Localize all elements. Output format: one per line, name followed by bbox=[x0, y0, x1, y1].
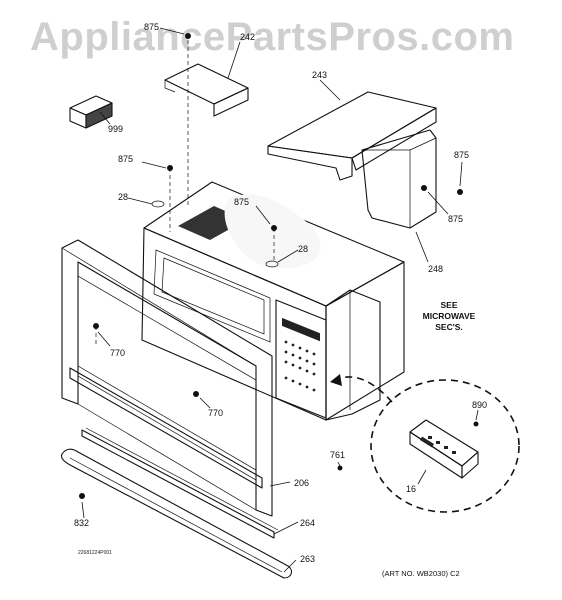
callout-770-left: 770 bbox=[110, 348, 125, 358]
note-line-3: SEC'S. bbox=[435, 322, 463, 332]
callout-770-center: 770 bbox=[208, 408, 223, 418]
part-206-trim-frame bbox=[61, 239, 273, 517]
part-243-bracket bbox=[267, 91, 437, 181]
callout-264: 264 bbox=[300, 518, 315, 528]
detail-circle bbox=[330, 374, 520, 513]
part-999-box bbox=[69, 95, 113, 129]
callout-875-top: 875 bbox=[144, 22, 159, 32]
part-263-rail bbox=[60, 448, 293, 579]
callout-16: 16 bbox=[406, 484, 416, 494]
callout-248: 248 bbox=[428, 264, 443, 274]
highlight-area bbox=[224, 194, 321, 269]
leader-lines bbox=[81, 27, 479, 573]
callout-890: 890 bbox=[472, 400, 487, 410]
callout-875-right2: 875 bbox=[448, 214, 463, 224]
part-264-strip bbox=[81, 427, 279, 539]
callout-243: 243 bbox=[312, 70, 327, 80]
microwave-body bbox=[141, 181, 405, 421]
part-242-cover bbox=[164, 63, 249, 117]
callout-761: 761 bbox=[330, 450, 345, 460]
callout-832: 832 bbox=[74, 518, 89, 528]
watermark-text: AppliancePartsPros.com bbox=[30, 15, 515, 59]
note-line-1: SEE bbox=[440, 300, 457, 310]
note-line-2: MICROWAVE bbox=[423, 311, 476, 321]
screws bbox=[79, 33, 479, 499]
drawing-number: 22681224P001 bbox=[78, 550, 112, 556]
callout-28-center: 28 bbox=[298, 244, 308, 254]
callout-999: 999 bbox=[108, 124, 123, 134]
art-number: (ART NO. WB2030) C2 bbox=[382, 569, 460, 578]
callout-875-right: 875 bbox=[454, 150, 469, 160]
part-248-side-bracket bbox=[361, 129, 437, 229]
callout-263: 263 bbox=[300, 554, 315, 564]
callout-206: 206 bbox=[294, 478, 309, 488]
callout-28-left: 28 bbox=[118, 192, 128, 202]
callout-875-center: 875 bbox=[234, 197, 249, 207]
callout-242: 242 bbox=[240, 32, 255, 42]
callout-875-left: 875 bbox=[118, 154, 133, 164]
